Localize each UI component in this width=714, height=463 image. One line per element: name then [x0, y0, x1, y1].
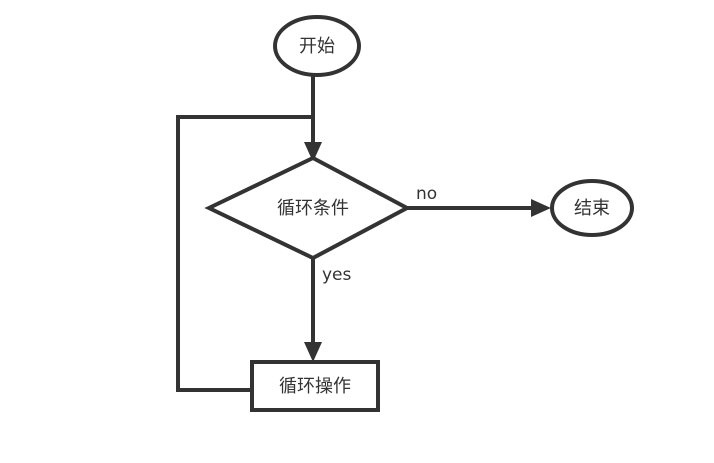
node-end[interactable]: 结束 — [550, 179, 634, 237]
node-start-label: 开始 — [299, 36, 335, 57]
node-end-shape[interactable] — [550, 179, 634, 237]
edge-label-no: no — [416, 184, 437, 204]
edge-condition-to-operation-arrowhead — [304, 342, 322, 362]
node-end-label: 结束 — [574, 198, 610, 219]
node-condition-shape[interactable] — [204, 155, 412, 261]
edge-condition-to-operation: yes — [304, 258, 352, 362]
edge-operation-to-condition — [176, 115, 315, 392]
node-operation-label: 循环操作 — [279, 376, 351, 397]
edge-condition-to-end-arrowhead — [531, 199, 551, 217]
node-condition[interactable]: 循环条件 — [204, 155, 412, 261]
node-condition-label: 循环条件 — [277, 198, 349, 219]
edge-start-to-condition — [304, 75, 322, 162]
edge-operation-to-condition-line — [176, 115, 315, 392]
edge-condition-to-end: no — [407, 184, 551, 217]
edge-start-to-condition-arrowhead — [304, 142, 322, 162]
edge-label-yes: yes — [322, 265, 352, 285]
node-start-shape[interactable] — [273, 15, 361, 77]
node-start[interactable]: 开始 — [273, 15, 361, 77]
node-operation[interactable]: 循环操作 — [250, 360, 380, 412]
node-operation-shape[interactable] — [250, 360, 380, 412]
